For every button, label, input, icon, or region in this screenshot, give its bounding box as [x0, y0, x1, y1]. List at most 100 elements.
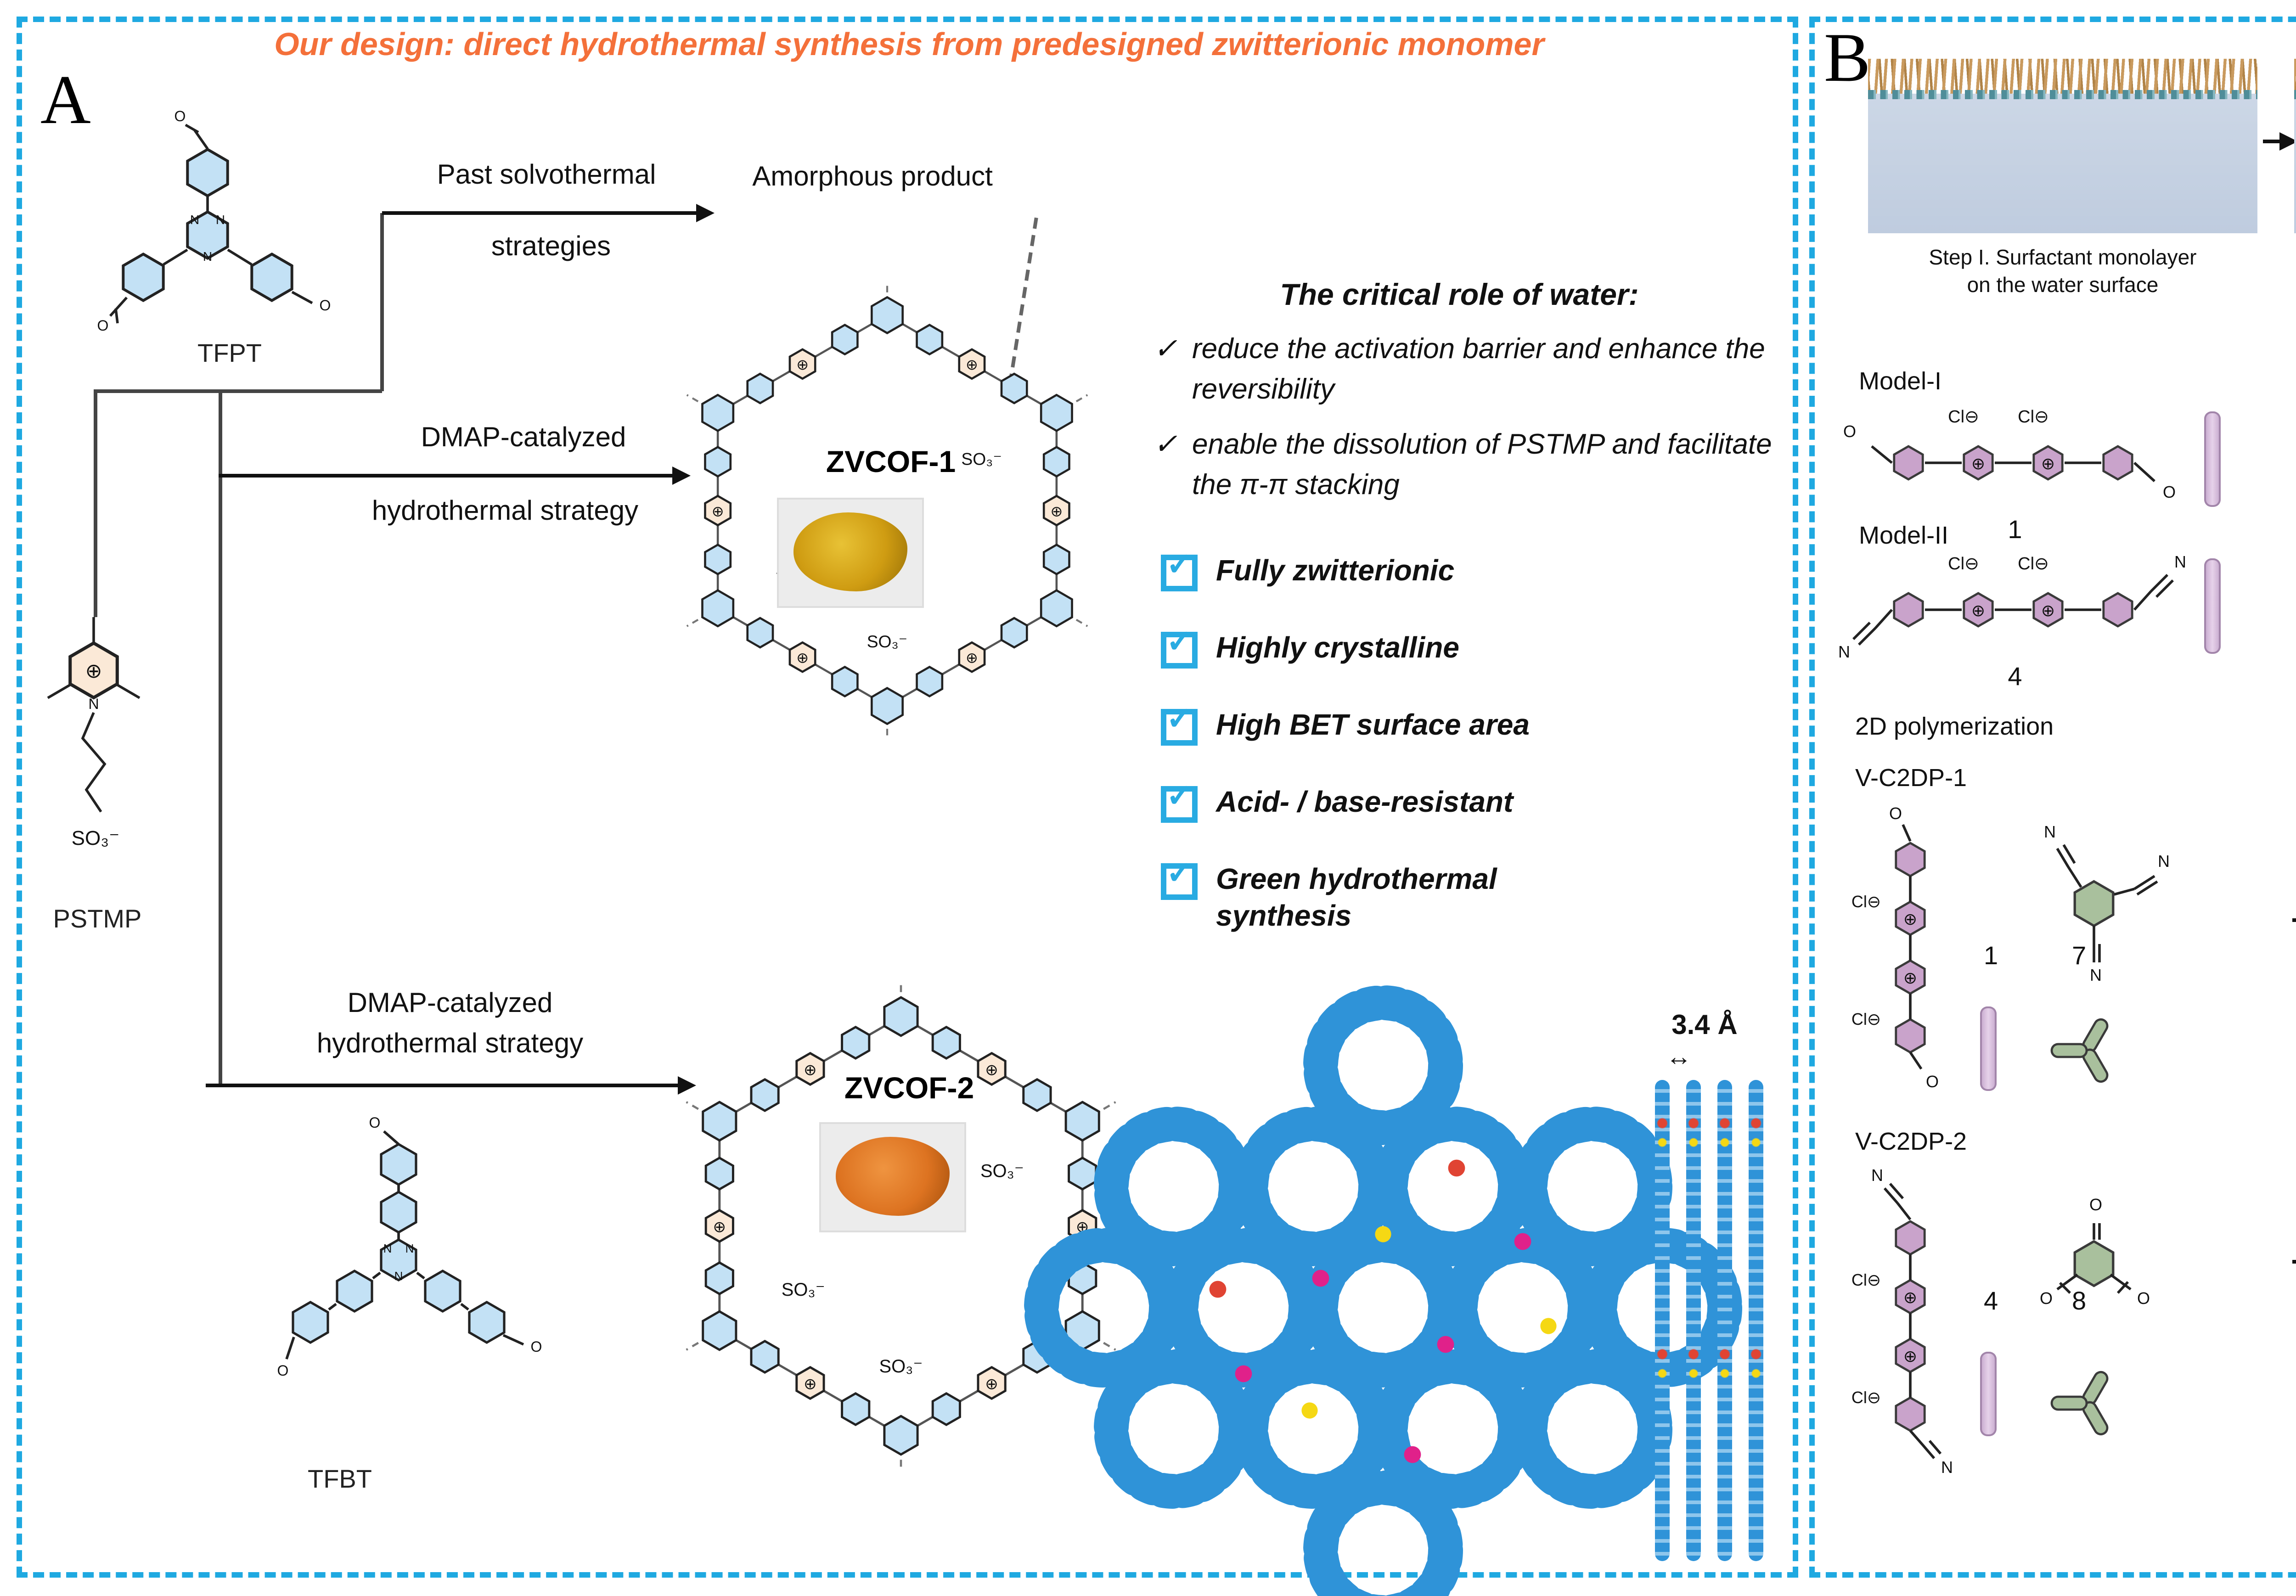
scene-step2 [2294, 55, 2296, 233]
reaction-arrow-dmap1 [219, 466, 691, 484]
aldehyde-o: O [320, 297, 331, 314]
compound8-structure: O O O [2040, 1195, 2150, 1308]
compound1-structure: O O Cl⊖ Cl⊖ ⊕ ⊕ [1843, 407, 2176, 501]
feature-item-2: Highly crystalline [1161, 624, 1459, 669]
scene-step1 [1868, 55, 2257, 233]
surfactant-heads [2294, 90, 2296, 99]
plus-charge: ⊕ [1903, 968, 1917, 987]
plus-charge: ⊕ [1903, 1288, 1917, 1307]
chloride: Cl⊖ [1948, 407, 1979, 427]
connector-line [94, 389, 97, 617]
stacking-column [1717, 1080, 1732, 1561]
aldehyde-o: O [174, 108, 186, 124]
poly2-monomer-number: 4 [1984, 1286, 1998, 1315]
triazine-n: N [383, 1242, 392, 1255]
rod-icon-v1 [1980, 1006, 1997, 1091]
poly-section-title: 2D polymerization [1855, 713, 2054, 740]
nitrile-n: N [1941, 1458, 1953, 1477]
compound1-number: 1 [2008, 514, 2022, 544]
zvcof2-photo [821, 1124, 964, 1231]
surfactant-monolayer [1868, 59, 2257, 94]
rod-icon-1 [2204, 411, 2221, 507]
plus-charge: ⊕ [2041, 454, 2055, 473]
feature-item-3: High BET surface area [1161, 702, 1530, 746]
chloride: Cl⊖ [1948, 554, 1979, 573]
nitrile-n: N [2090, 966, 2102, 984]
compound2-number: 2 [2268, 514, 2296, 544]
water-role-text: enable the dissolution of PSTMP and faci… [1192, 430, 1772, 501]
past-route-line2: strategies [491, 231, 611, 263]
nitrile-n: N [1871, 1166, 1883, 1185]
poly2-node-number: 8 [2072, 1286, 2087, 1315]
water-role-item-1: ✓ reduce the activation barrier and enha… [1154, 331, 1787, 410]
poly1-monomer-number: 1 [1984, 940, 1998, 970]
poly2-arrow [2292, 1260, 2296, 1264]
zvcof1-powder [793, 512, 908, 591]
water-role-text: reduce the activation barrier and enhanc… [1192, 334, 1765, 405]
triazine-n: N [203, 249, 212, 264]
step-arrow-1 [2263, 131, 2296, 150]
check-icon: ✓ [1154, 430, 1177, 461]
aldehyde-o: O [1889, 804, 1902, 823]
tfpt-structure: N N N O O O [97, 108, 331, 334]
pstmp-label: PSTMP [53, 904, 142, 933]
poly2-label: V-C2DP-2 [1855, 1128, 1967, 1155]
aldehyde-o: O [1843, 422, 1856, 441]
water-surface [1868, 94, 2257, 233]
aldehyde-o: O [2040, 1289, 2053, 1308]
surfactant-monolayer [2294, 59, 2296, 94]
aldehyde-o: O [277, 1362, 289, 1379]
surfactant-heads [1868, 90, 2257, 99]
compound5-number: 5 [2268, 661, 2296, 691]
feature-item-5: Green hydrothermal synthesis [1161, 856, 1611, 937]
aldehyde-o: O [97, 317, 109, 334]
y-node-icon [2043, 1006, 2131, 1091]
chloride: Cl⊖ [1851, 1010, 1881, 1028]
nitrile-n: N [2158, 852, 2170, 871]
connector-line [94, 389, 382, 393]
aldehyde-o: O [2137, 1289, 2150, 1308]
checkbox-icon [1161, 624, 1198, 669]
plus-charge: ⊕ [1971, 601, 1985, 620]
plus-charge: ⊕ [1971, 454, 1985, 473]
poly1-label: V-C2DP-1 [1855, 764, 1967, 792]
past-route-line1: Past solvothermal [437, 160, 656, 191]
feature-text: Fully zwitterionic [1216, 556, 1455, 588]
aldehyde-o: O [2163, 483, 2176, 501]
connector-line [380, 213, 383, 391]
poly2-temp: 50 °C 14 days [2283, 1282, 2296, 1309]
chloride: Cl⊖ [1851, 1388, 1881, 1407]
sulfonate-label: SO₃⁻ [72, 827, 120, 849]
aldehyde-o: O [2089, 1195, 2102, 1214]
feature-text: Green hydrothermal synthesis [1216, 865, 1497, 933]
zvcof1-label: ZVCOF-1 [826, 446, 956, 479]
aldehyde-o: O [531, 1338, 542, 1355]
chloride: Cl⊖ [1851, 1270, 1881, 1289]
step1-caption: Step I. Surfactant monolayer on the wate… [1868, 246, 2257, 301]
zvcof2-label: ZVCOF-2 [844, 1073, 974, 1106]
plus-charge: ⊕ [1903, 910, 1917, 928]
tfbt-structure: N N N O O O [277, 1114, 542, 1379]
panel-b-label: B [1824, 20, 1871, 97]
checkbox-icon [1161, 856, 1198, 900]
tfbt-label: TFBT [308, 1464, 372, 1493]
dmap1-line1: DMAP-catalyzed [421, 422, 626, 454]
compound7-structure: N N N [2044, 822, 2170, 984]
compound4-vertical-structure: N N Cl⊖ Cl⊖ ⊕ ⊕ [1851, 1166, 1953, 1477]
poly1-temp: 50 °C 14 days [2283, 940, 2296, 968]
nitrile-n: N [1838, 642, 1850, 661]
rod-icon-v4 [1980, 1352, 1997, 1436]
compound2-structure: N [2268, 393, 2296, 507]
triazine-n: N [405, 1242, 414, 1255]
poly1-arrow [2292, 918, 2296, 922]
amorphous-product-label: Amorphous product [752, 162, 993, 193]
reaction-arrow-past [382, 203, 715, 221]
dmap2-line1: DMAP-catalyzed [347, 988, 553, 1019]
aldehyde-o: O [369, 1114, 381, 1131]
checkbox-icon [1161, 547, 1198, 591]
pore-structure [1024, 985, 1742, 1596]
dmap1-line2: hydrothermal strategy [371, 496, 639, 527]
compound1-vertical-structure: O Cl⊖ Cl⊖ ⊕ ⊕ O [1851, 804, 1939, 1091]
water-role-title: The critical role of water: [1280, 279, 1639, 312]
